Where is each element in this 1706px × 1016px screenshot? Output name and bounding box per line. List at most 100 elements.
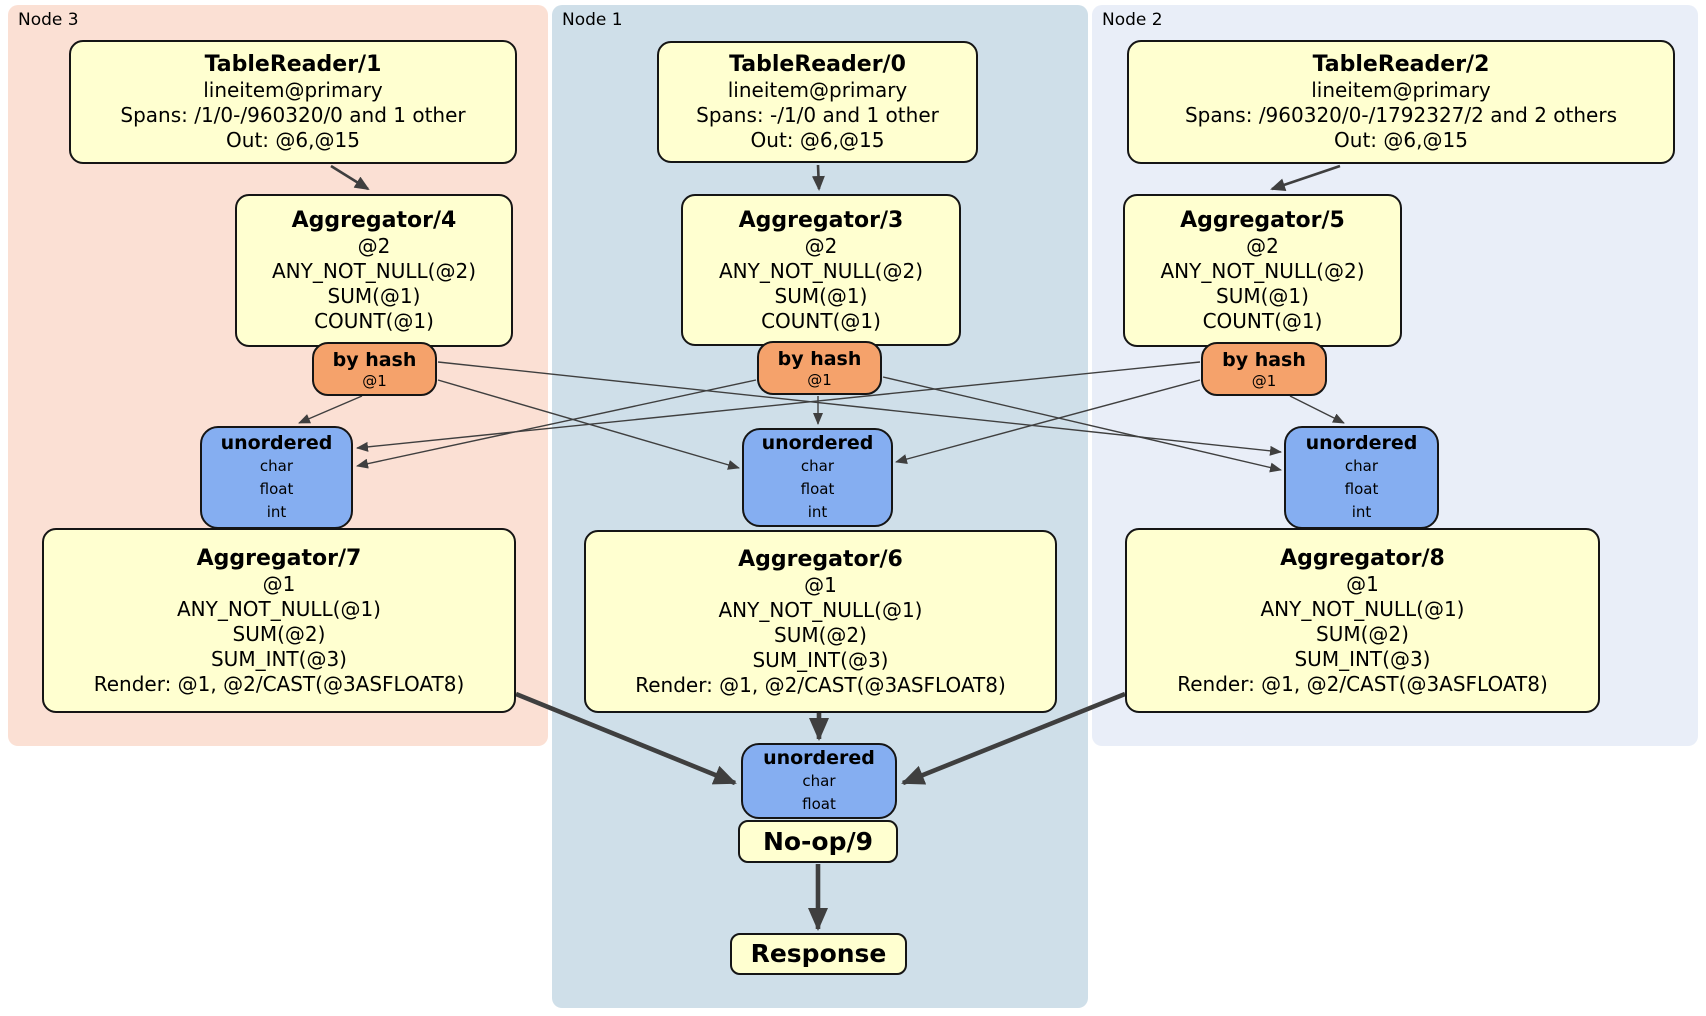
box-line: lineitem@primary xyxy=(1311,78,1491,102)
node1-label: Node 1 xyxy=(562,10,623,30)
box-line: lineitem@primary xyxy=(727,78,908,102)
node2-label: Node 2 xyxy=(1102,10,1163,30)
edge-tr1-agg4 xyxy=(330,164,370,191)
edge-tr2-agg5 xyxy=(1270,164,1341,191)
edge-tr0-agg3 xyxy=(811,164,825,191)
unordered-sync-node2-box: unordered char float int xyxy=(1284,426,1439,529)
box-line: float xyxy=(802,795,836,813)
box-line: float xyxy=(800,480,835,498)
box-title: unordered xyxy=(220,432,333,454)
unordered-sync-node3-box: unordered char float int xyxy=(200,426,353,529)
box-line: SUM(@1) xyxy=(1216,284,1309,308)
box-title: Aggregator/5 xyxy=(1180,208,1345,233)
box-line: ANY_NOT_NULL(@1) xyxy=(176,596,381,621)
box-line: Spans: /1/0-/960320/0 and 1 other xyxy=(120,103,466,127)
box-title: Aggregator/4 xyxy=(291,208,457,233)
box-line: @2 xyxy=(357,234,391,258)
box-lines: @1 xyxy=(1252,372,1277,390)
box-title: by hash xyxy=(777,347,862,370)
box-line: ANY_NOT_NULL(@2) xyxy=(719,258,923,283)
box-title: TableReader/2 xyxy=(1312,52,1490,77)
box-line: ANY_NOT_NULL(@1) xyxy=(718,597,923,622)
edge-agg7-finalsync xyxy=(515,691,737,786)
box-line: @1 xyxy=(1346,571,1379,596)
edge-hash1-sync3 xyxy=(356,379,757,469)
box-lines: char float int xyxy=(1345,455,1379,524)
box-lines: char float int xyxy=(260,455,294,524)
box-line: Render: @1, @2/CAST(@3ASFLOAT8) xyxy=(93,671,465,696)
box-line: lineitem@primary xyxy=(203,78,383,102)
box-line: float xyxy=(1344,480,1379,498)
box-line: int xyxy=(1351,503,1372,521)
hash-router-node3-box: by hash @1 xyxy=(312,342,437,396)
edge-hash3-sync3 xyxy=(298,395,363,424)
box-line: char xyxy=(1344,457,1379,475)
node3-label: Node 3 xyxy=(18,10,79,30)
box-line: Out: @6,@15 xyxy=(226,128,360,152)
box-line: COUNT(@1) xyxy=(314,309,434,333)
box-line: float xyxy=(259,480,294,498)
box-title: unordered xyxy=(1305,432,1418,454)
box-title: unordered xyxy=(761,432,874,454)
box-line: Out: @6,@15 xyxy=(1334,128,1468,152)
box-title: TableReader/1 xyxy=(204,52,382,77)
box-line: ANY_NOT_NULL(@2) xyxy=(272,259,476,283)
box-line: SUM_INT(@3) xyxy=(210,646,347,671)
response-box: Response xyxy=(730,933,907,975)
box-line: char xyxy=(802,772,836,790)
hash-router-node1-box: by hash @1 xyxy=(757,341,882,395)
box-line: @2 xyxy=(1246,234,1279,258)
box-line: char xyxy=(259,457,294,475)
box-line: @1 xyxy=(262,571,296,596)
box-line: char xyxy=(800,457,835,475)
box-line: Out: @6,@15 xyxy=(750,128,885,152)
box-line: SUM(@2) xyxy=(774,622,867,647)
box-line: Render: @1, @2/CAST(@3ASFLOAT8) xyxy=(635,672,1006,697)
box-line: SUM_INT(@3) xyxy=(1294,646,1431,671)
box-title: by hash xyxy=(1222,348,1306,371)
edge-hash2-sync1 xyxy=(895,379,1201,464)
box-title: Aggregator/8 xyxy=(1280,545,1445,571)
box-line: @2 xyxy=(804,233,838,258)
box-line: SUM(@1) xyxy=(327,284,421,308)
box-title: Aggregator/7 xyxy=(196,545,362,571)
box-title: Aggregator/3 xyxy=(738,207,904,233)
edge-hash1-sync2 xyxy=(882,376,1282,473)
box-line: SUM_INT(@3) xyxy=(752,647,889,672)
box-line: COUNT(@1) xyxy=(761,308,881,333)
box-line: ANY_NOT_NULL(@2) xyxy=(1160,259,1365,283)
noop-9-box: No-op/9 xyxy=(738,820,898,863)
box-line: @1 xyxy=(804,572,837,597)
edge-hash2-sync3 xyxy=(356,361,1201,452)
box-line: SUM(@1) xyxy=(774,283,868,308)
box-title: Aggregator/6 xyxy=(738,546,903,572)
box-lines: @1 xyxy=(362,372,387,390)
hash-router-node2-box: by hash @1 xyxy=(1201,342,1327,396)
edge-agg8-finalsync xyxy=(901,691,1126,786)
edge-hash2-sync2 xyxy=(1289,395,1345,424)
box-title: by hash xyxy=(332,348,417,371)
box-lines: char float xyxy=(802,770,836,816)
box-title: No-op/9 xyxy=(762,826,874,856)
box-line: int xyxy=(266,503,287,521)
box-line: @1 xyxy=(807,370,832,389)
box-title: Response xyxy=(750,939,887,968)
